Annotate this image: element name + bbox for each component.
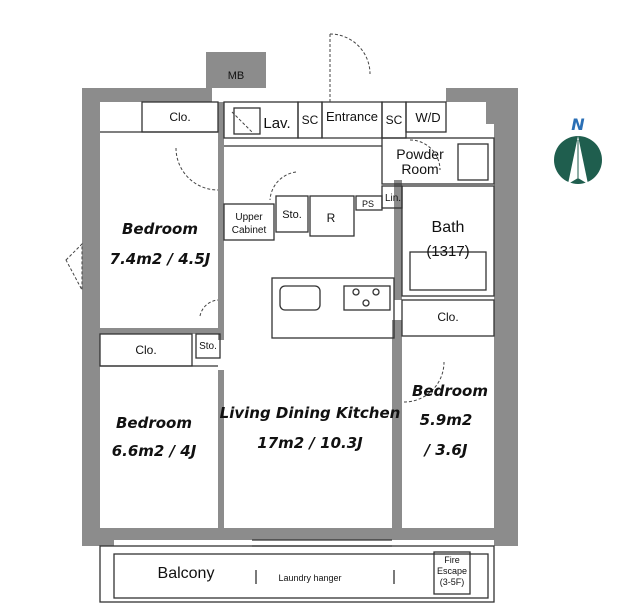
- room-names: Bedroom 7.4m2 / 4.5J Bedroom 6.6m2 / 4J …: [110, 220, 488, 460]
- bedroom-1-name: Bedroom: [122, 220, 198, 238]
- powder-room-label-1: Powder: [396, 146, 444, 162]
- bedroom-1-size: 7.4m2 / 4.5J: [110, 250, 211, 268]
- north-compass: N: [554, 115, 602, 184]
- storage-label-1: Sto.: [282, 209, 302, 221]
- linen-label: Lin.: [385, 193, 401, 204]
- powder-room-label-2: Room: [401, 161, 438, 177]
- fire-escape-label-3: (3-5F): [440, 577, 465, 587]
- bath-label-2: (1317): [426, 243, 469, 260]
- lav-label: Lav.: [263, 115, 290, 132]
- bath-label-1: Bath: [432, 219, 465, 236]
- labels: MB Clo. Lav. SC Entrance SC W/D Powder R…: [135, 70, 469, 587]
- closet-top-label: Clo.: [169, 110, 190, 124]
- refrigerator-label: R: [327, 211, 336, 225]
- sc2-label: SC: [386, 113, 403, 127]
- mb-label: MB: [228, 70, 245, 82]
- balcony-label: Balcony: [158, 565, 215, 582]
- sc1-label: SC: [302, 113, 319, 127]
- entrance-label: Entrance: [326, 109, 378, 124]
- fire-escape-label-2: Escape: [437, 566, 467, 576]
- fire-escape-label-1: Fire: [444, 555, 460, 565]
- closet-left-label: Clo.: [135, 343, 156, 357]
- bedroom-2-size: 6.6m2 / 4J: [112, 442, 197, 460]
- bedroom-3-size-2: / 3.6J: [423, 441, 468, 459]
- ldk-size: 17m2 / 10.3J: [257, 434, 363, 452]
- bedroom-2-name: Bedroom: [116, 414, 192, 432]
- bedroom-3-size-1: 5.9m2: [420, 411, 473, 429]
- door-swings: [65, 33, 445, 403]
- closet-right-label: Clo.: [437, 310, 458, 324]
- laundry-hanger-label: Laundry hanger: [278, 573, 341, 583]
- interior-lines: [99, 101, 495, 603]
- ldk-name: Living Dining Kitchen: [220, 404, 401, 422]
- walls: [82, 52, 518, 546]
- bedroom-3-name: Bedroom: [412, 382, 488, 400]
- upper-cabinet-label-2: Cabinet: [232, 225, 267, 236]
- storage-label-2: Sto.: [199, 341, 217, 352]
- ps-label: PS: [362, 199, 374, 209]
- upper-cabinet-label-1: Upper: [235, 212, 263, 223]
- north-label: N: [571, 115, 585, 134]
- wd-label: W/D: [415, 110, 440, 125]
